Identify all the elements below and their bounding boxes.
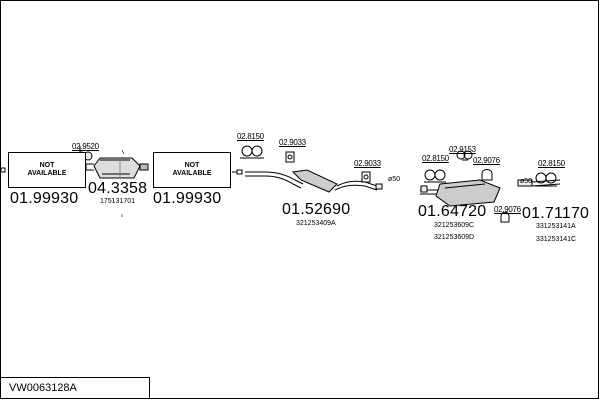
part-number-2: 04.3358 bbox=[88, 180, 148, 197]
hanger-icon-02-9033-a bbox=[285, 151, 295, 163]
hanger-icon-02-9076-a bbox=[481, 169, 493, 181]
ref-clamp-1: 02.9520 bbox=[72, 142, 99, 151]
na-line-1: NOT bbox=[39, 161, 55, 169]
diameter-label-6: ø50 bbox=[520, 178, 533, 185]
connector-icon bbox=[236, 169, 243, 175]
diagram-code: VW0063128A bbox=[9, 382, 77, 394]
not-available-box-1: NOT AVAILABLE bbox=[8, 152, 86, 188]
na-line-1: NOT bbox=[184, 161, 200, 169]
rear-silencer-icon bbox=[420, 179, 501, 207]
oem-number-6b: 331253141C bbox=[536, 236, 577, 243]
diameter-label-4: ø50 bbox=[388, 176, 401, 183]
ref-hanger-5c: 02.9076 bbox=[473, 156, 500, 165]
part-number-1: 01.99930 bbox=[10, 190, 79, 207]
part-number-5: 01.64720 bbox=[418, 203, 487, 220]
ref-hanger-4b: 02.9033 bbox=[279, 138, 306, 147]
oem-number-5a: 321253609C bbox=[434, 222, 475, 229]
na-line-2: AVAILABLE bbox=[172, 170, 212, 177]
pipe-stub-left bbox=[0, 167, 6, 173]
oem-number-6a: 331253141A bbox=[536, 223, 576, 230]
oem-number-5b: 321253609D bbox=[434, 234, 475, 241]
ref-hanger-5a: 02.8150 bbox=[422, 154, 449, 163]
middle-silencer-icon bbox=[245, 169, 383, 193]
hanger-icon-02-9033-b bbox=[361, 171, 371, 183]
ref-hanger-4c: 02.9033 bbox=[354, 159, 381, 168]
hanger-icon-02-8150-b bbox=[424, 169, 446, 183]
oem-number-2: 175131701 bbox=[100, 198, 136, 205]
part-number-6: 01.71170 bbox=[522, 205, 590, 222]
part-number-3: 01.99930 bbox=[153, 190, 222, 207]
hanger-icon-02-8150-c bbox=[535, 172, 557, 187]
hanger-icon-02-8150-a bbox=[240, 145, 264, 159]
ref-hanger-4a: 02.8150 bbox=[237, 132, 264, 141]
catalytic-converter-icon bbox=[77, 157, 149, 179]
ref-hanger-6a: 02.8150 bbox=[538, 159, 565, 168]
ref-hanger-5d: 02.9076 bbox=[494, 205, 521, 214]
part-number-4: 01.52690 bbox=[282, 201, 351, 218]
diagram-code-box: VW0063128A bbox=[0, 377, 150, 399]
na-line-2: AVAILABLE bbox=[27, 170, 67, 177]
oem-number-4: 321253409A bbox=[296, 220, 336, 227]
not-available-box-2: NOT AVAILABLE bbox=[153, 152, 231, 188]
hanger-icon-02-9153 bbox=[456, 150, 473, 161]
hanger-icon-02-9076-b bbox=[500, 211, 510, 223]
ref-hanger-5b: 02.9153 bbox=[449, 145, 476, 154]
